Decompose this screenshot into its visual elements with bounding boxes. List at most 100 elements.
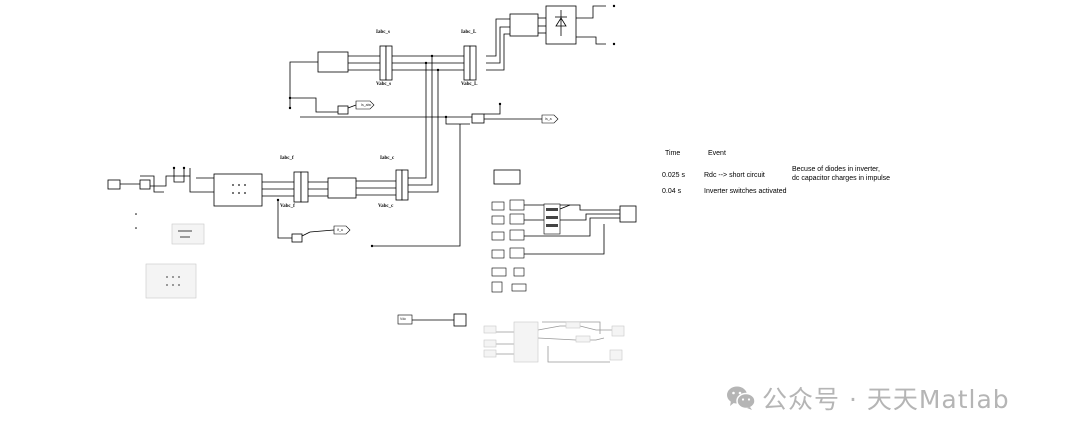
tag-is-abc: Is_abc (361, 103, 372, 107)
goto-is-abc[interactable] (355, 100, 375, 110)
scope-small[interactable] (509, 199, 525, 211)
subsystem-grey-2[interactable] (145, 263, 197, 299)
powergui-block[interactable] (493, 169, 521, 185)
measurement-c-right[interactable] (401, 169, 409, 201)
inverter-block[interactable] (213, 173, 263, 207)
wire (173, 168, 185, 183)
label-vabc-c: Vabc_c (378, 204, 394, 209)
wire (309, 229, 335, 233)
wire (576, 36, 606, 45)
wire (537, 337, 605, 341)
wire (524, 204, 620, 211)
wire (372, 124, 461, 247)
grey-from-block[interactable] (483, 349, 497, 358)
label-iabc-f: Iabc_f (280, 156, 294, 161)
wire (445, 117, 470, 125)
wire (486, 26, 510, 64)
events-header-time: Time (665, 150, 681, 157)
measurement-s-left[interactable] (379, 45, 387, 81)
measurement-f-right[interactable] (300, 171, 309, 203)
event-description: Inverter switches activated (704, 188, 787, 195)
tag-vdc: Vdc (400, 317, 407, 321)
is-a-selector-block[interactable] (471, 113, 485, 124)
wire (301, 231, 311, 237)
label-vabc-l: Vabc_L (461, 82, 478, 87)
goto-block[interactable] (511, 283, 527, 292)
from-block[interactable] (491, 231, 505, 241)
events-header-event: Event (708, 150, 726, 157)
scope-vdc[interactable] (453, 313, 467, 327)
display-block[interactable] (491, 281, 503, 293)
from-block[interactable] (491, 201, 505, 211)
subsystem-grey-3[interactable] (513, 321, 539, 363)
wire (150, 175, 190, 187)
wire (400, 63, 427, 179)
goto-if-a[interactable] (333, 225, 351, 235)
from-block[interactable] (491, 267, 507, 277)
scope-small[interactable] (509, 247, 525, 259)
wire (576, 5, 606, 19)
if-a-selector-block[interactable] (291, 233, 303, 243)
wire (559, 204, 571, 210)
wire (289, 61, 318, 108)
goto-is-a[interactable] (541, 114, 559, 124)
measurement-c-left[interactable] (395, 169, 403, 201)
grey-from-block[interactable] (483, 339, 497, 348)
vdc-from-block[interactable] (397, 314, 413, 325)
wire (277, 200, 292, 239)
scope-small[interactable] (509, 229, 525, 241)
label-iabc-c: Iabc_c (380, 156, 395, 161)
wire (484, 104, 501, 115)
wire (524, 217, 620, 237)
wire (347, 104, 357, 109)
wire (486, 33, 510, 71)
scope-small[interactable] (509, 213, 525, 225)
wire (140, 175, 164, 193)
wire (524, 213, 620, 221)
grey-scope[interactable] (611, 325, 625, 337)
event-description: Rdc --> short circuit (704, 172, 765, 179)
logic-block[interactable] (139, 179, 151, 190)
grey-gain[interactable] (565, 321, 581, 329)
wire (290, 97, 338, 113)
measurement-l-left[interactable] (463, 45, 471, 81)
label-vabc-f: Vabc_f (280, 204, 295, 209)
label-iabc-s: Iabc_s (376, 30, 390, 35)
wire (547, 346, 610, 363)
pulse-from-block[interactable] (107, 179, 121, 190)
grey-from-block[interactable] (483, 325, 497, 334)
grey-gain[interactable] (575, 335, 591, 343)
event-note: Becuse of diodes in inverter, (792, 166, 880, 173)
measurement-l-right[interactable] (469, 45, 477, 81)
watermark-text: 公众号 · 天天Matlab (762, 385, 1010, 414)
subsystem-grey-1[interactable] (171, 223, 205, 245)
source-block[interactable] (317, 51, 349, 73)
watermark: 公众号 · 天天Matlab (726, 380, 1010, 416)
wechat-icon (727, 386, 756, 410)
grey-scope[interactable] (609, 349, 623, 361)
wire (189, 168, 214, 193)
tag-if-a: If_a (337, 228, 343, 232)
event-time: 0.04 s (662, 188, 682, 195)
filter-block[interactable] (327, 177, 357, 199)
measurement-s-right[interactable] (385, 45, 393, 81)
wire (486, 18, 510, 57)
measurement-f-left[interactable] (293, 171, 302, 203)
scope-main[interactable] (619, 205, 637, 223)
event-note: dc capacitor charges in impulse (792, 175, 891, 182)
tag-is-a: Is_a (545, 117, 552, 121)
is-abc-gain-block[interactable] (337, 105, 349, 115)
wire (524, 224, 605, 255)
label-vabc-s: Vabc_s (376, 82, 392, 87)
from-block[interactable] (491, 249, 505, 259)
wire (400, 56, 433, 186)
scope-small[interactable] (513, 267, 525, 277)
label-iabc-l: Iabc_L (461, 30, 477, 35)
load-block[interactable] (509, 13, 539, 37)
from-block[interactable] (491, 215, 505, 225)
event-time: 0.025 s (662, 172, 685, 179)
wire (542, 321, 601, 334)
wire (400, 70, 439, 193)
